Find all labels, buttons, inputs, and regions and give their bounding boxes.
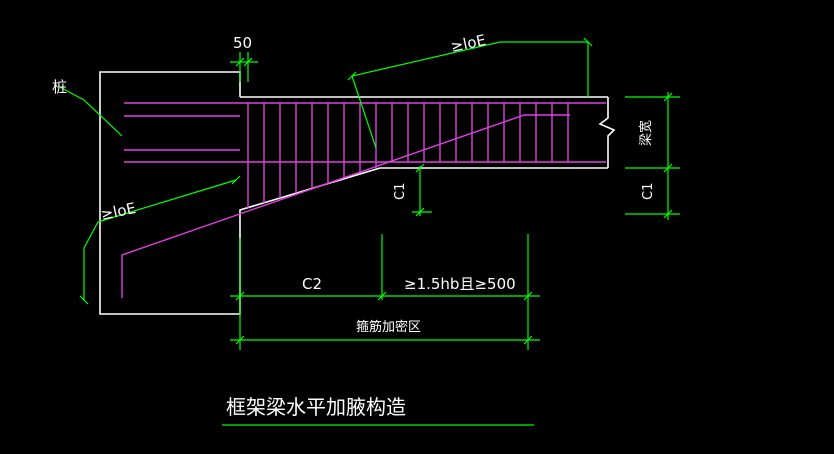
c1-right-label: C1 [641, 183, 656, 200]
pile-outline [99, 71, 241, 315]
loe-left-label: ≥loE [99, 199, 137, 224]
rebar-group [121, 102, 606, 298]
concrete-outline [99, 71, 616, 315]
c2-label: C2 [302, 275, 322, 293]
break-line [598, 97, 616, 168]
stirrups [247, 103, 569, 208]
haunch-edge [239, 167, 381, 218]
drawing-title: 框架梁水平加腋构造 [226, 395, 406, 419]
dimension-lines [57, 37, 680, 426]
beam-width-label: 梁宽 [638, 120, 654, 146]
pile-label: 桩 [52, 78, 67, 96]
haunch-length-label: ≥1.5hb且≥500 [404, 275, 516, 293]
stirrup-zone-label: 箍筋加密区 [356, 319, 421, 335]
loe-top-label: ≥loE [449, 31, 487, 56]
haunch-rebar [121, 114, 570, 298]
dim-50-label: 50 [233, 34, 252, 52]
c1-mid-label: C1 [393, 183, 408, 200]
